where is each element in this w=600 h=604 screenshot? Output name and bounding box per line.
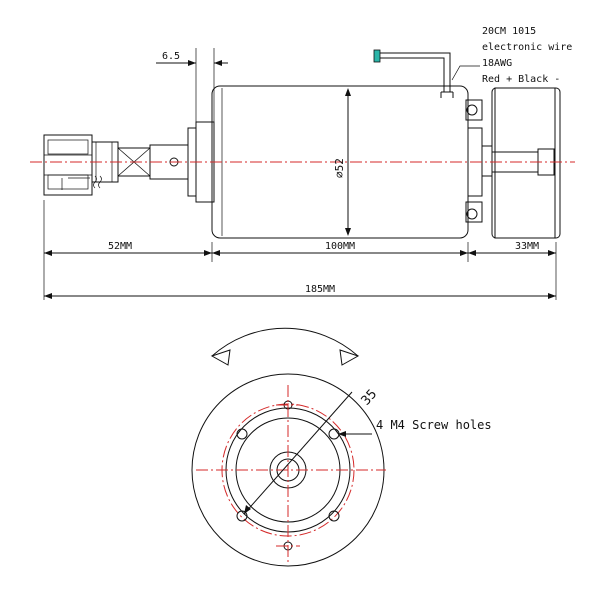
total-length-label: 185MM <box>305 284 335 295</box>
screw-hole <box>328 510 340 522</box>
wire-tip <box>373 49 381 63</box>
wire-lead <box>373 49 480 98</box>
diameter-dimension: ⌀52 <box>333 88 351 236</box>
right-length-label: 33MM <box>515 241 539 252</box>
screw-note: 4 M4 Screw holes <box>338 418 492 437</box>
wire-note: 20CM 1015 electronic wire 18AWG Red + Bl… <box>482 26 572 85</box>
screw-hole <box>236 510 248 522</box>
screw-note-label: 4 M4 Screw holes <box>376 418 492 432</box>
flange-thickness-dimension: 6.5 <box>156 48 228 128</box>
collet-nut <box>43 134 189 196</box>
body-length-label: 100MM <box>325 241 355 252</box>
flange-thickness-label: 6.5 <box>162 51 180 62</box>
extension-lines <box>43 200 557 300</box>
wire-note-line3: 18AWG <box>482 58 512 69</box>
segment-dimensions: 52MM 100MM 33MM <box>44 241 556 256</box>
wire-note-line4: Red + Black - <box>482 74 560 85</box>
screw-hole <box>236 428 248 440</box>
wire-note-line2: electronic wire <box>482 42 572 53</box>
screw-hole <box>328 428 340 440</box>
side-view: ⌀52 6.5 52MM 10 <box>30 26 575 300</box>
left-length-label: 52MM <box>108 241 132 252</box>
front-view: 35 4 M4 Screw holes <box>191 327 492 567</box>
total-dimension: 185MM <box>44 284 556 299</box>
bolt-circle-label: 35 <box>359 387 381 409</box>
diameter-label: ⌀52 <box>333 158 346 178</box>
rear-end <box>465 87 561 239</box>
wire-note-line1: 20CM 1015 <box>482 26 536 37</box>
